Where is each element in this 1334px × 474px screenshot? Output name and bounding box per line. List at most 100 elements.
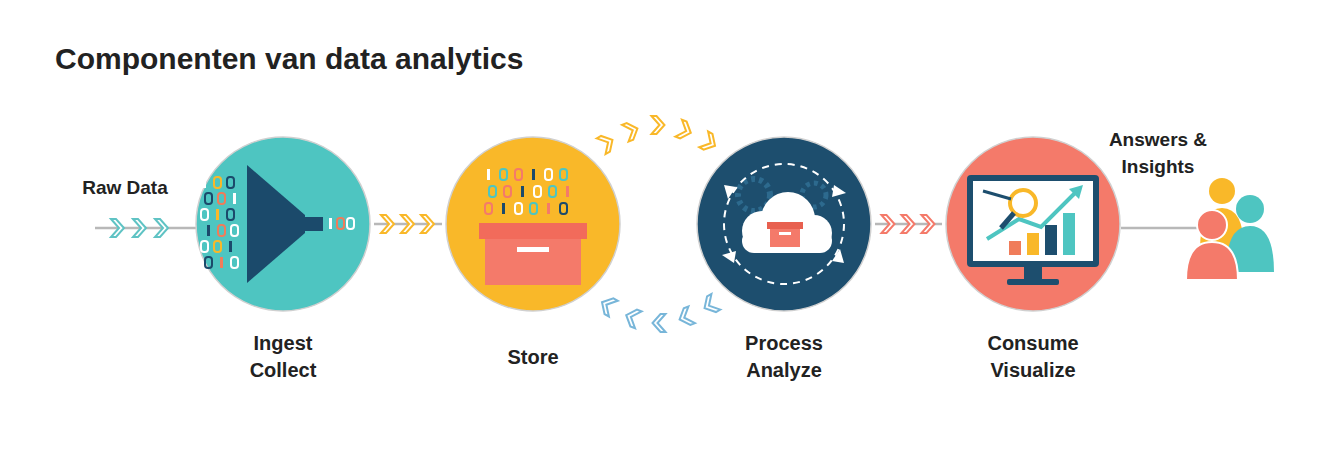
bit-zero: [549, 186, 556, 197]
stage-disc: [946, 137, 1120, 311]
bit-zero: [500, 169, 507, 180]
bit-zero: [205, 193, 212, 204]
bit-zero: [504, 186, 511, 197]
bit-zero: [347, 218, 354, 229]
bit-zero: [214, 177, 221, 188]
bit-zero: [218, 225, 225, 236]
cycle-arrow: [722, 251, 736, 263]
monitor-base: [1007, 279, 1059, 285]
stage-circle: Store: [423, 135, 643, 388]
output-line: [1121, 227, 1200, 230]
chevron-head: [675, 120, 694, 141]
storage-lid: [479, 223, 587, 239]
person-head: [1197, 210, 1227, 240]
bit-one: [566, 186, 569, 197]
magnifier-handle: [1001, 213, 1014, 228]
stage-circle: Consume Visualize: [923, 135, 1143, 388]
stage-circle: Ingest Collect: [173, 135, 393, 388]
binary-bits: [329, 218, 354, 229]
storage-box: [770, 227, 800, 247]
bit-zero: [227, 177, 234, 188]
binary-bits: [485, 169, 569, 214]
chevron-head: [598, 294, 618, 316]
bit-zero: [515, 169, 522, 180]
stage-disc: [196, 137, 370, 311]
people-icon: [1186, 178, 1274, 280]
bit-zero: [201, 209, 208, 220]
stage-circle: Process Analyze: [674, 135, 894, 388]
bit-zero: [231, 225, 238, 236]
bit-zero: [534, 186, 541, 197]
bit-zero: [530, 203, 537, 214]
funnel-spout: [303, 217, 323, 231]
chart-bar: [1027, 233, 1039, 255]
chart-bar: [1009, 241, 1021, 255]
bit-one: [220, 257, 223, 268]
cloud: [742, 192, 832, 253]
chevron-head: [421, 215, 434, 233]
stage-label: Ingest Collect: [250, 330, 317, 384]
bit-zero: [515, 203, 522, 214]
stage-illustration: [423, 135, 643, 315]
bit-one: [216, 209, 219, 220]
stage-label: Process Analyze: [745, 330, 823, 384]
label-box: Store: [423, 330, 643, 384]
chevron-head: [401, 215, 414, 233]
bit-zero: [560, 169, 567, 180]
chevron-head: [676, 306, 695, 327]
stage-illustration: [173, 135, 393, 315]
label-box: Process Analyze: [674, 330, 894, 384]
bit-one: [229, 241, 232, 252]
chevron-head: [653, 314, 666, 332]
bit-one: [233, 193, 236, 204]
bit-zero: [218, 193, 225, 204]
bit-zero: [227, 209, 234, 220]
bit-zero: [485, 203, 492, 214]
trend-line: [987, 193, 1075, 239]
person-head: [1236, 195, 1264, 223]
chevron-head: [882, 215, 895, 233]
label-box: Consume Visualize: [923, 330, 1143, 384]
label-box: Ingest Collect: [173, 330, 393, 384]
flow-connector: [595, 116, 721, 154]
chevron-head: [597, 132, 617, 154]
bit-one: [532, 169, 535, 180]
storage-box: [485, 235, 581, 285]
magnifier-pointer: [983, 191, 1011, 199]
chevron: [155, 219, 168, 237]
bit-zero: [201, 241, 208, 252]
magnifier-lens: [1010, 190, 1036, 216]
flow-connector: [595, 294, 721, 332]
stage-illustration: [674, 135, 894, 315]
storage-lid: [767, 222, 803, 229]
person-body: [1186, 242, 1238, 280]
diagram-title: Componenten van data analytics: [55, 42, 523, 76]
stage-disc: [697, 137, 871, 311]
input-chevrons: [111, 219, 168, 237]
cycle-ring: [724, 164, 844, 284]
input-label: Raw Data: [70, 174, 180, 201]
storage-slot: [517, 247, 549, 252]
flow-connector: [875, 215, 942, 233]
bit-one: [203, 177, 206, 188]
chevron-head: [381, 215, 394, 233]
chevron-head: [623, 307, 642, 328]
stage-illustration: [923, 135, 1143, 315]
bit-one: [207, 225, 210, 236]
bit-one: [521, 186, 524, 197]
stage-label: Consume Visualize: [987, 330, 1078, 384]
bit-zero: [489, 186, 496, 197]
bit-zero: [231, 257, 238, 268]
chevron-head: [622, 120, 641, 141]
binary-bits: [201, 177, 238, 268]
chevron-head: [651, 116, 664, 134]
person-head: [1209, 178, 1235, 204]
bit-zero: [560, 203, 567, 214]
chevron: [133, 219, 146, 237]
chevron-head: [922, 215, 935, 233]
bit-one: [329, 218, 332, 229]
bit-zero: [205, 257, 212, 268]
monitor-screen: [973, 181, 1093, 261]
chart-bar: [1045, 225, 1057, 255]
chevron-head: [902, 215, 915, 233]
